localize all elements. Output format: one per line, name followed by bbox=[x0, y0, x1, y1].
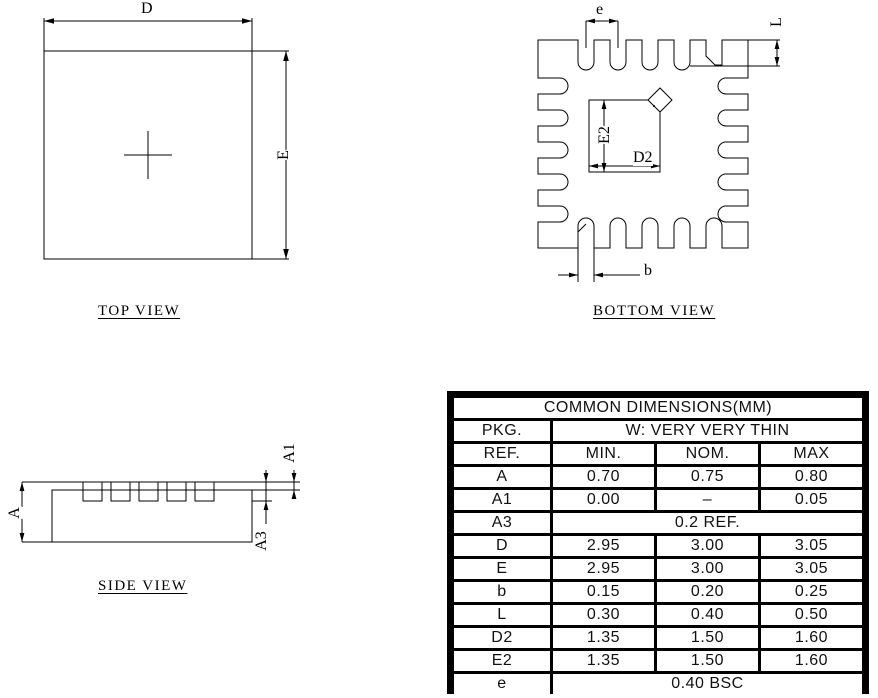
side-view: A A1 A3 SIDE VIEW bbox=[0, 430, 330, 610]
table-cell-min: 2.95 bbox=[553, 559, 654, 579]
table-cell-ref: A3 bbox=[454, 513, 550, 533]
table-header-nom: NOM. bbox=[657, 444, 758, 464]
dimension-e-pitch-line bbox=[585, 18, 619, 48]
table-cell-ref: A bbox=[454, 467, 550, 487]
dimension-d-line bbox=[43, 18, 253, 51]
common-dimensions-table: COMMON DIMENSIONS(MM) PKG.W: VERY VERY TH… bbox=[447, 391, 869, 694]
table-cell-ref: e bbox=[454, 674, 550, 694]
top-view: D E TOP VIEW bbox=[0, 0, 330, 330]
dimension-label-e2: E2 bbox=[595, 126, 613, 144]
dimension-label-a: A bbox=[5, 507, 23, 519]
table-cell-min: 0.30 bbox=[553, 605, 654, 625]
package-body-outline bbox=[43, 50, 253, 260]
table-cell-min: 1.35 bbox=[553, 651, 654, 671]
seating-plane-lines bbox=[22, 481, 300, 491]
table-cell-ref: D2 bbox=[454, 628, 550, 648]
center-crosshair-icon bbox=[124, 131, 172, 179]
dimension-a3-line bbox=[252, 470, 272, 524]
table-header-ref: REF. bbox=[454, 444, 550, 464]
table-cell-nom: – bbox=[657, 490, 758, 510]
side-view-drawing bbox=[19, 470, 300, 543]
dimension-l-line bbox=[690, 39, 780, 67]
pin1-chamfer-marker bbox=[577, 223, 587, 248]
table-cell-ref: b bbox=[454, 582, 550, 602]
lead-cross-section bbox=[110, 481, 131, 502]
table-cell-max: 3.05 bbox=[761, 559, 862, 579]
table-header-row: REF.MIN.NOM.MAX bbox=[454, 444, 862, 464]
side-body-outline bbox=[51, 489, 253, 543]
dimension-a1-line bbox=[291, 470, 297, 499]
bottom-view: e L E2 D2 b BOTTOM VIEW bbox=[500, 0, 830, 330]
table-cell-max: 0.50 bbox=[761, 605, 862, 625]
table-cell-max: 1.60 bbox=[761, 628, 862, 648]
table-cell-max: 3.05 bbox=[761, 536, 862, 556]
table-cell-min: 0.70 bbox=[553, 467, 654, 487]
table-pkg-label-cell: PKG. bbox=[454, 421, 550, 441]
table-cell-ref: E bbox=[454, 559, 550, 579]
table-cell-max: 0.05 bbox=[761, 490, 862, 510]
table-cell-ref: E2 bbox=[454, 651, 550, 671]
table-cell-nom: 3.00 bbox=[657, 536, 758, 556]
bottom-view-label: BOTTOM VIEW bbox=[593, 303, 716, 319]
dimension-a-line bbox=[19, 482, 52, 543]
table-cell-nom: 0.20 bbox=[657, 582, 758, 602]
dimension-label-d: D bbox=[141, 0, 153, 17]
table-header-min: MIN. bbox=[553, 444, 654, 464]
table-cell-min: 2.95 bbox=[553, 536, 654, 556]
table-cell-ref: A1 bbox=[454, 490, 550, 510]
table-title-row: COMMON DIMENSIONS(MM) bbox=[454, 398, 862, 418]
lead-cross-sections bbox=[82, 481, 215, 502]
table-pkg-row: PKG.W: VERY VERY THIN bbox=[454, 421, 862, 441]
dimension-label-d2: D2 bbox=[633, 149, 653, 166]
table-cell-min: 0.15 bbox=[553, 582, 654, 602]
lead-cross-section bbox=[166, 481, 187, 502]
package-outline-with-pads bbox=[537, 39, 749, 249]
table-cell-min: 0.00 bbox=[553, 490, 654, 510]
table-cell-nom: 0.40 bbox=[657, 605, 758, 625]
table-cell-min: 1.35 bbox=[553, 628, 654, 648]
table-cell-ref: L bbox=[454, 605, 550, 625]
thermal-pad-outline bbox=[588, 87, 673, 173]
dimension-label-l: L bbox=[767, 17, 785, 27]
lead-cross-section bbox=[194, 481, 215, 502]
dimension-label-e-pitch: e bbox=[596, 1, 604, 18]
dimension-label-a3: A3 bbox=[252, 531, 270, 551]
dimension-label-b: b bbox=[644, 262, 652, 279]
table-cell-nom: 1.50 bbox=[657, 651, 758, 671]
table-cell-span-value: 0.40 BSC bbox=[553, 674, 862, 694]
lead-cross-section bbox=[82, 481, 103, 502]
side-view-label: SIDE VIEW bbox=[98, 578, 188, 594]
dimension-b-line bbox=[558, 248, 640, 282]
dimension-d2-line bbox=[589, 163, 660, 169]
table-header-max: MAX bbox=[761, 444, 862, 464]
dimension-label-e: E bbox=[274, 150, 292, 160]
table-pkg-value-cell: W: VERY VERY THIN bbox=[553, 421, 862, 441]
top-view-label: TOP VIEW bbox=[98, 303, 181, 319]
table-cell-nom: 1.50 bbox=[657, 628, 758, 648]
table-cell-nom: 0.75 bbox=[657, 467, 758, 487]
table-cell-span-value: 0.2 REF. bbox=[553, 513, 862, 533]
thermal-pad-dot-icon bbox=[653, 105, 655, 107]
table-cell-ref: D bbox=[454, 536, 550, 556]
table-cell-max: 1.60 bbox=[761, 651, 862, 671]
table-title-cell: COMMON DIMENSIONS(MM) bbox=[454, 398, 862, 418]
table-cell-max: 0.80 bbox=[761, 467, 862, 487]
table-cell-max: 0.25 bbox=[761, 582, 862, 602]
lead-cross-section bbox=[138, 481, 159, 502]
table-cell-nom: 3.00 bbox=[657, 559, 758, 579]
bottom-view-drawing bbox=[537, 18, 780, 282]
dimension-label-a1: A1 bbox=[280, 443, 298, 463]
